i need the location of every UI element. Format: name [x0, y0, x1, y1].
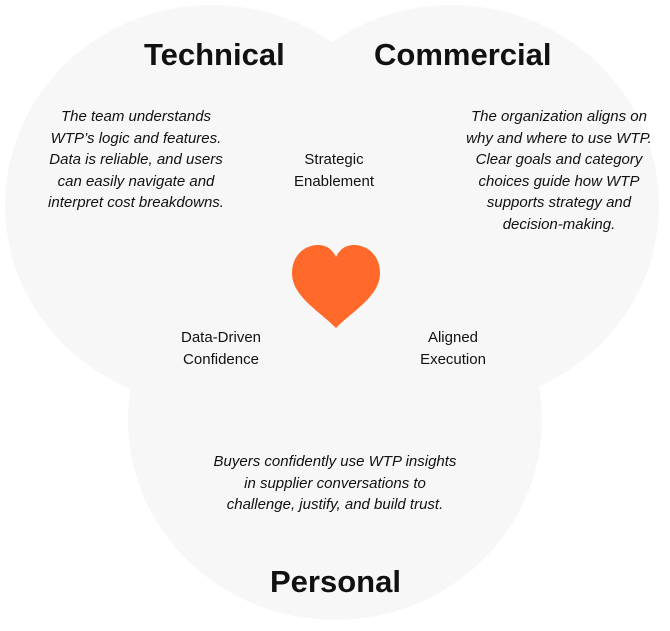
overlap-label-line: Enablement — [293, 172, 375, 190]
overlap-data-driven-confidence: Data-Driven Confidence — [158, 327, 284, 370]
overlap-label-line: Aligned — [427, 329, 479, 346]
overlap-label-line: Confidence — [183, 350, 259, 368]
overlap-aligned-execution: Aligned Execution — [395, 327, 511, 370]
commercial-title: Commercial — [374, 37, 552, 72]
personal-description: Buyers confidently use WTP insights in s… — [213, 453, 457, 513]
overlap-strategic-enablement: Strategic Enablement — [272, 149, 396, 192]
overlap-label-line: Data-Driven — [180, 329, 262, 346]
technical-title: Technical — [144, 37, 285, 72]
technical-description: The team understands WTP’s logic and fea… — [48, 108, 224, 211]
commercial-description: The organization aligns on why and where… — [466, 108, 652, 233]
heart-icon — [292, 245, 380, 328]
overlap-label-line: Execution — [420, 350, 486, 368]
personal-circle — [128, 220, 542, 620]
personal-title: Personal — [270, 564, 401, 599]
overlap-label-line: Strategic — [304, 151, 364, 168]
